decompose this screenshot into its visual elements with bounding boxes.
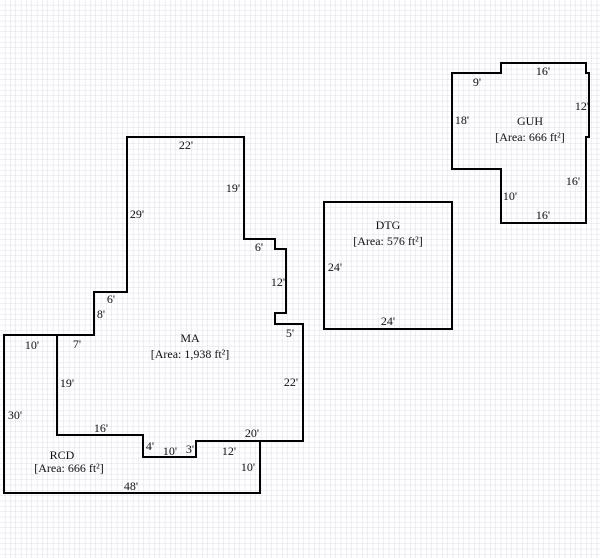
ma-dim: 7' [73,337,81,351]
ma-dim: 10' [163,444,177,458]
guh-dim: 9' [473,75,481,89]
guh-dim: 18' [455,113,469,127]
ma-dim: 29' [130,207,144,221]
rcd-dim: 30' [8,408,22,422]
ma-dim: 10' [241,460,255,474]
ma-label: MA [180,331,200,345]
dtg-label: DTG [376,218,401,232]
ma-dim: 6' [107,292,115,306]
area-rcd[interactable]: RCD [Area: 666 ft²] 10' 30' 48' [3,334,261,494]
ma-dim: 19' [226,181,240,195]
dtg-area: [Area: 576 ft²] [353,234,423,248]
rcd-dim: 10' [25,338,39,352]
dtg-dim: 24' [381,314,395,328]
area-guh[interactable]: GUH [Area: 666 ft²] 9' 16' 12' 18' 16' 1… [451,62,590,224]
ma-dim: 16' [94,421,108,435]
ma-dim: 20' [245,426,259,440]
guh-dim: 10' [503,189,517,203]
area-ma[interactable]: MA [Area: 1,938 ft²] 22' 19' 29' 6' 12' … [56,136,304,474]
guh-dim: 16' [536,208,550,222]
rcd-outline[interactable] [3,334,261,494]
area-dtg[interactable]: DTG [Area: 576 ft²] 24' 24' [323,201,453,330]
ma-dim: 22' [284,375,298,389]
guh-outline[interactable] [451,62,590,224]
ma-dim: 8' [97,307,105,321]
guh-label: GUH [517,114,543,128]
rcd-area: [Area: 666 ft²] [34,461,104,475]
ma-area: [Area: 1,938 ft²] [151,347,230,361]
ma-dim: 3' [186,442,194,456]
ma-outline[interactable] [56,136,304,458]
ma-dim: 12' [222,444,236,458]
ma-dim: 4' [146,439,154,453]
ma-dim: 5' [286,326,294,340]
dtg-outline[interactable] [323,201,453,330]
guh-area: [Area: 666 ft²] [495,130,565,144]
rcd-dim: 48' [124,479,138,493]
guh-dim: 16' [566,174,580,188]
rcd-label: RCD [50,448,75,462]
ma-dim: 6' [255,240,263,254]
guh-dim: 16' [536,64,550,78]
guh-dim: 12' [575,99,589,113]
ma-dim: 22' [179,138,193,152]
dtg-dim: 24' [328,260,342,274]
ma-dim: 12' [271,275,285,289]
ma-dim: 19' [60,376,74,390]
